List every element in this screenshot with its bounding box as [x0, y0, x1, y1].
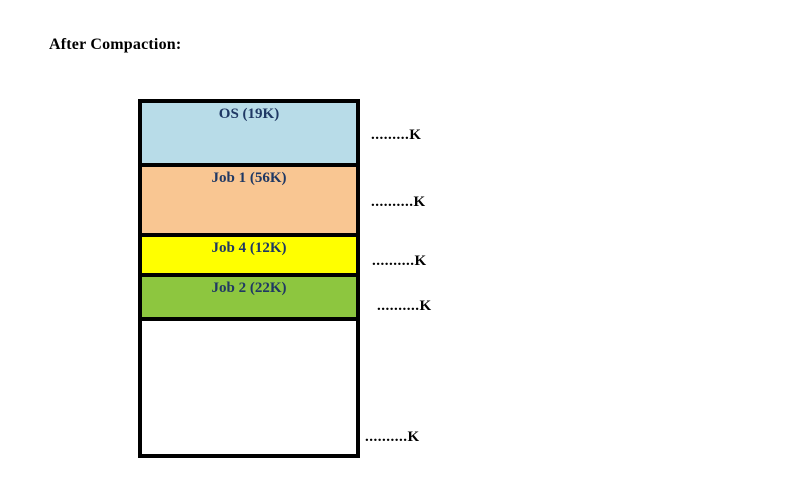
address-annotation-os: .........K: [371, 127, 422, 143]
memory-block-free: [142, 321, 356, 454]
memory-block-os: OS (19K): [142, 103, 356, 167]
memory-block-job-1: Job 1 (56K): [142, 167, 356, 237]
address-annotation-job-2: ..........K: [377, 298, 432, 314]
address-annotation-job-4: ..........K: [372, 253, 427, 269]
page-title: After Compaction:: [49, 36, 182, 53]
memory-block-label-job-4: Job 4 (12K): [211, 240, 287, 256]
memory-block-label-os: OS (19K): [218, 106, 280, 122]
memory-block-job-2: Job 2 (22K): [142, 277, 356, 321]
address-annotation-free: ..........K: [365, 429, 420, 445]
memory-block-label-job-2: Job 2 (22K): [211, 280, 287, 296]
address-annotation-job-1: ..........K: [371, 194, 426, 210]
memory-block-label-free: [142, 321, 356, 324]
memory-block-label-job-1: Job 1 (56K): [211, 170, 287, 186]
memory-block-job-4: Job 4 (12K): [142, 237, 356, 277]
memory-allocation-map: OS (19K) Job 1 (56K) Job 4 (12K) Job 2 (22K…: [138, 99, 360, 458]
